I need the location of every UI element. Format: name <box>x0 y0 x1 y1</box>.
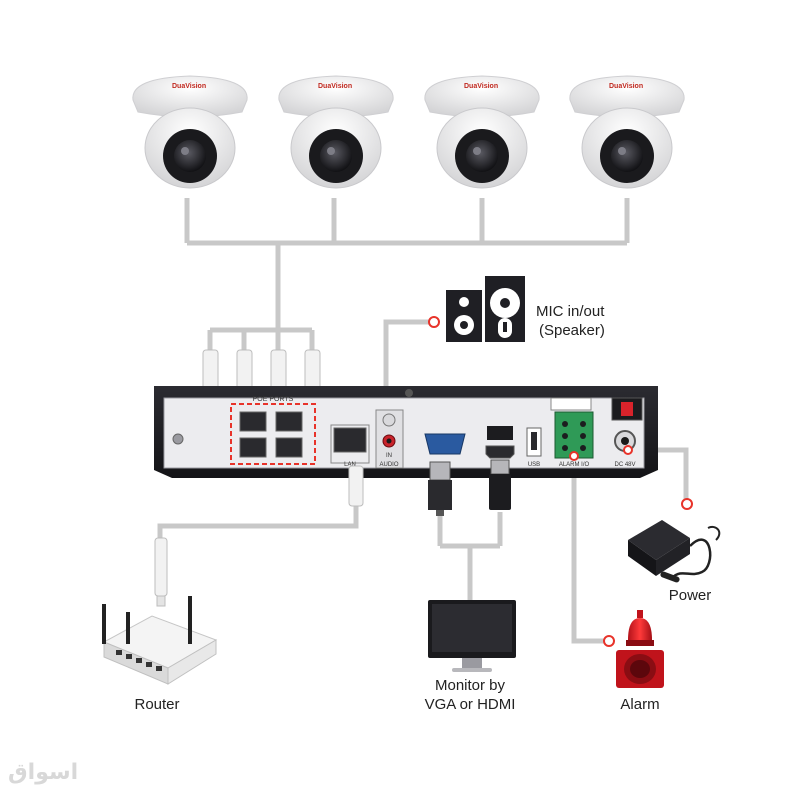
alarm-siren-label: Alarm <box>620 696 659 713</box>
poe-port-group <box>230 403 316 465</box>
lan-port <box>333 427 367 453</box>
nvr-recorder: POE PORTS LAN IN AUDIO USB <box>154 386 658 478</box>
alarm-label: ALARM I/O <box>559 462 590 468</box>
camera-brand: DuaVision <box>609 83 643 90</box>
dome-camera-icon: DuaVision <box>424 75 540 189</box>
dome-camera-icon: DuaVision <box>132 75 248 189</box>
camera-brand: DuaVision <box>172 83 206 90</box>
poe-split-cable <box>207 327 315 352</box>
alarm-cable <box>571 462 605 644</box>
hdmi-port <box>485 445 515 459</box>
mic-label-line2: (Speaker) <box>539 322 605 339</box>
microphone-icon <box>485 276 525 342</box>
hdmi-plug <box>489 459 511 510</box>
marker-dot <box>681 498 693 510</box>
lan-plug <box>348 465 364 507</box>
dome-camera-icon: DuaVision <box>569 75 685 189</box>
poe-port <box>275 411 303 432</box>
marker-dot <box>428 316 440 328</box>
speaker-icon <box>446 290 482 342</box>
dc-label: DC 48V <box>614 462 635 468</box>
marker-dot <box>569 451 579 461</box>
usb-label: USB <box>528 462 540 468</box>
audio-in-label: IN <box>386 453 392 459</box>
camera-brand: DuaVision <box>318 83 352 90</box>
poe-port <box>275 437 303 458</box>
monitor-cable <box>437 512 503 600</box>
alarm-siren-icon <box>616 610 664 688</box>
mic-label-line1: MIC in/out <box>536 303 605 320</box>
lan-label: LAN <box>344 462 356 468</box>
marker-dot <box>623 445 633 455</box>
dome-camera-icon: DuaVision <box>278 75 394 189</box>
poe-label: POE PORTS <box>253 396 294 403</box>
power-adapter-icon <box>628 520 721 583</box>
marker-dot <box>603 635 615 647</box>
monitor-label-line2: VGA or HDMI <box>425 696 516 713</box>
router-cable <box>157 482 359 538</box>
audio-label: AUDIO <box>379 462 398 468</box>
vga-port <box>424 433 466 455</box>
vga-plug <box>428 461 452 516</box>
router-label: Router <box>134 696 179 713</box>
camera-brand: DuaVision <box>464 83 498 90</box>
router-icon <box>102 537 218 685</box>
poe-port <box>239 411 267 432</box>
audio-out-jack <box>382 413 396 427</box>
connection-markers <box>428 316 693 647</box>
power-label: Power <box>669 587 712 604</box>
watermark-logo: اسواق <box>8 760 79 785</box>
camera-row: DuaVision DuaVision DuaVision DuaVision <box>132 75 685 189</box>
poe-port <box>239 437 267 458</box>
monitor-icon <box>428 600 516 672</box>
screw-icon <box>172 433 184 445</box>
monitor-label-line1: Monitor by <box>435 677 506 694</box>
camera-bus-cable <box>184 198 630 246</box>
alarm-terminal <box>554 411 594 459</box>
